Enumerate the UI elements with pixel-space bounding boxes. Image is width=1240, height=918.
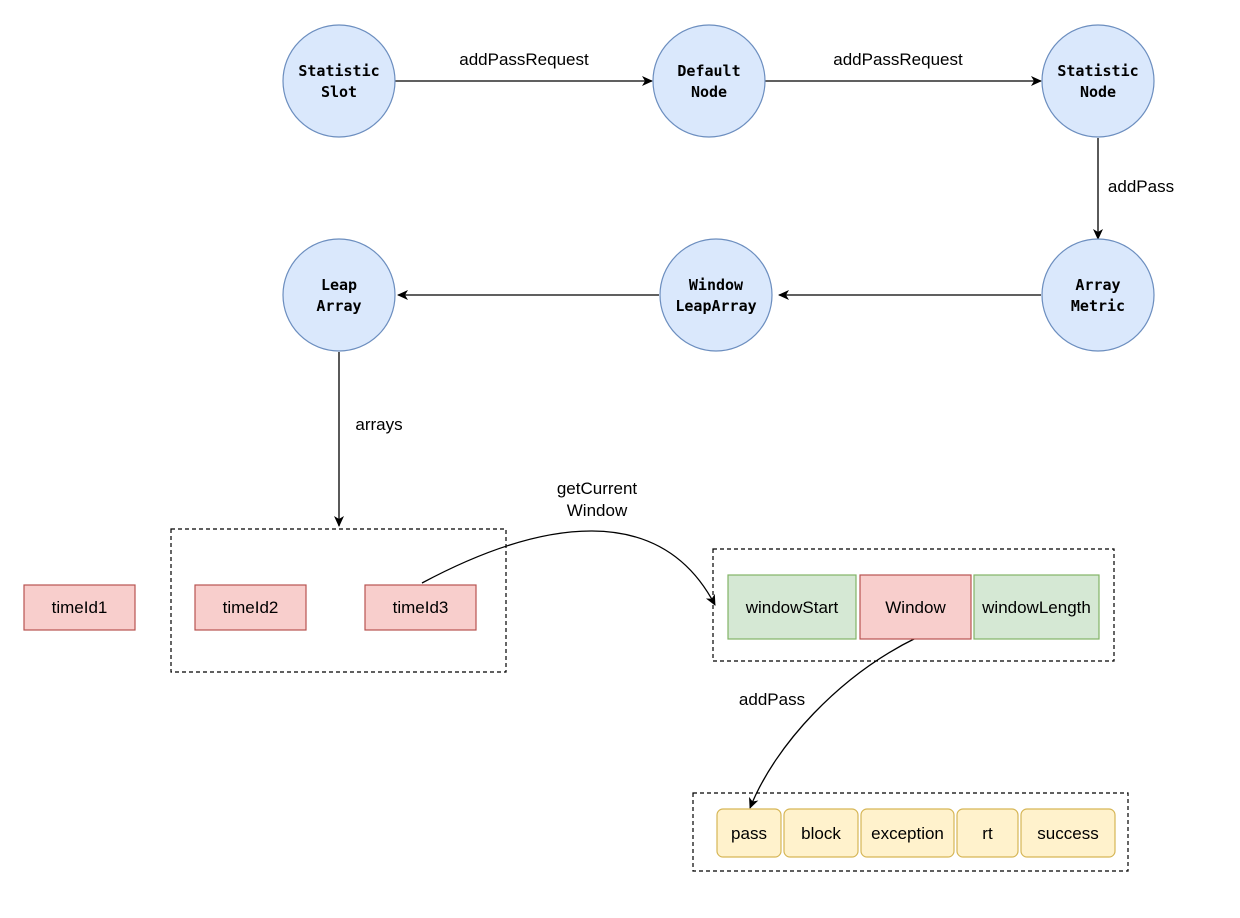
counter-block-label: block <box>801 824 841 843</box>
edge-label-statistic-to-metric: addPass <box>1108 177 1174 196</box>
time-id-box-1: timeId1 <box>23 584 136 631</box>
node-statistic-slot-line2: Slot <box>321 83 357 101</box>
node-statistic-node: Statistic Node <box>1041 24 1155 138</box>
counter-pass-label: pass <box>731 824 767 843</box>
node-default-node: Default Node <box>652 24 766 138</box>
edge-label-default-to-statistic: addPassRequest <box>833 50 963 69</box>
counter-success-label: success <box>1037 824 1098 843</box>
node-statistic-node-line2: Node <box>1080 83 1116 101</box>
counter-exception-label: exception <box>871 824 944 843</box>
window-group <box>712 548 1115 662</box>
edge-window-to-counters <box>749 637 917 809</box>
counter-pass: pass <box>716 808 782 858</box>
window-length-label: windowLength <box>981 598 1091 617</box>
arrays-group <box>170 528 507 673</box>
node-default-node-line2: Node <box>691 83 727 101</box>
node-array-metric-line2: Metric <box>1071 297 1125 315</box>
counters-group <box>692 792 1129 872</box>
counter-exception: exception <box>860 808 955 858</box>
node-statistic-slot: Statistic Slot <box>282 24 396 138</box>
time-id-label-1: timeId1 <box>52 598 108 617</box>
edge-label-window-to-counters: addPass <box>739 690 805 709</box>
node-statistic-node-line1: Statistic <box>1057 62 1138 80</box>
node-array-metric: Array Metric <box>1041 238 1155 352</box>
counter-success: success <box>1020 808 1116 858</box>
edge-label-get-current-window-1: getCurrent <box>557 479 638 498</box>
window-start-label: windowStart <box>745 598 839 617</box>
edge-label-slot-to-default: addPassRequest <box>459 50 589 69</box>
window-label: Window <box>885 598 946 617</box>
window-length-box: windowLength <box>973 574 1100 640</box>
node-leap-array-line1: Leap <box>321 276 357 294</box>
counter-rt: rt <box>956 808 1019 858</box>
edge-get-current-window <box>421 530 716 606</box>
time-id-box-2: timeId2 <box>194 584 307 631</box>
node-array-metric-line1: Array <box>1075 276 1120 294</box>
time-id-box-3: timeId3 <box>364 584 477 631</box>
edge-label-leap-to-arrays: arrays <box>355 415 402 434</box>
time-id-label-2: timeId2 <box>223 598 279 617</box>
counter-rt-label: rt <box>982 824 993 843</box>
edge-label-get-current-window-2: Window <box>567 501 628 520</box>
node-leap-array-line2: Array <box>316 297 361 315</box>
node-window-leap-array-line2: LeapArray <box>675 297 756 315</box>
window-start-box: windowStart <box>727 574 857 640</box>
node-default-node-line1: Default <box>677 62 740 80</box>
node-leap-array: Leap Array <box>282 238 396 352</box>
window-box: Window <box>859 574 972 640</box>
node-window-leap-array: Window LeapArray <box>659 238 773 352</box>
time-id-label-3: timeId3 <box>393 598 449 617</box>
node-statistic-slot-line1: Statistic <box>298 62 379 80</box>
node-window-leap-array-line1: Window <box>689 276 744 294</box>
counter-block: block <box>783 808 859 858</box>
